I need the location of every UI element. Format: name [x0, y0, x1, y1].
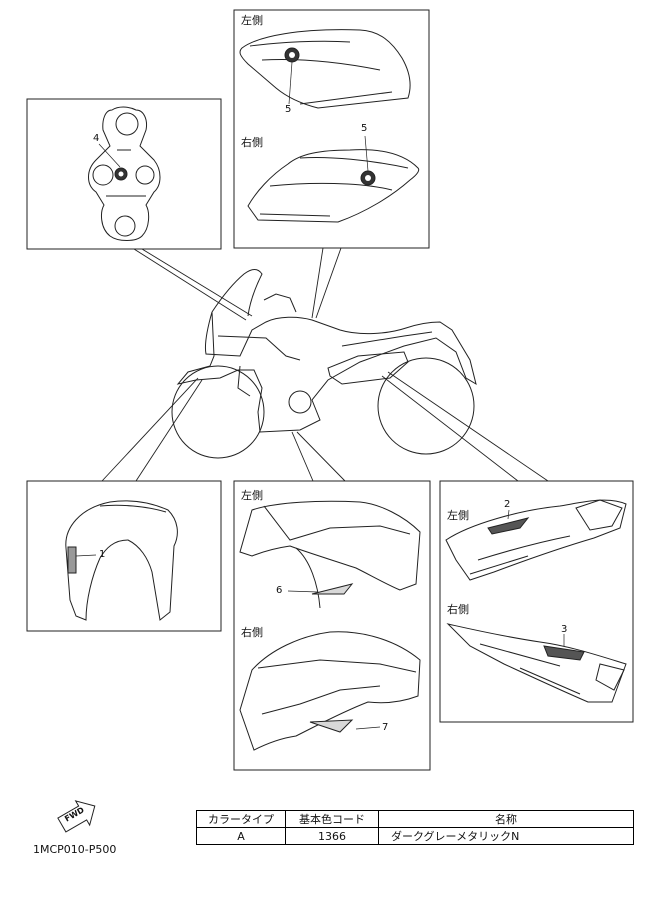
header-base-color-code: 基本色コード [285, 810, 379, 828]
side-right-drawing [446, 623, 627, 703]
table-row: A 1366 ダークグレーメタリックN [196, 827, 634, 845]
under-cowl-right-drawing [239, 631, 421, 751]
cowl-right-label: 右側 [241, 626, 263, 639]
side-cover-panel [439, 480, 634, 723]
side-right-label: 右側 [447, 603, 469, 616]
cowl-left-label: 左側 [241, 489, 263, 502]
callout-4: 4 [93, 133, 100, 144]
header-name: 名称 [378, 810, 634, 828]
motorcycle-outline [171, 269, 477, 459]
tank-panel [233, 9, 430, 249]
callout-3: 3 [561, 624, 568, 635]
side-left-label: 左側 [447, 509, 469, 522]
front-cowl-drawing [65, 500, 178, 621]
top-bridge-drawing [88, 106, 161, 241]
cell-color-type: A [196, 827, 286, 845]
tank-left-label: 左側 [241, 14, 263, 27]
callout-5-left: 5 [285, 104, 292, 115]
tank-right-label: 右側 [241, 136, 263, 149]
handlebar-panel [26, 98, 222, 250]
decal-1-marker [67, 546, 77, 574]
cell-base-color-code: 1366 [285, 827, 379, 845]
side-left-drawing [445, 499, 627, 581]
fwd-arrow-icon [57, 800, 96, 833]
header-color-type: カラータイプ [196, 810, 286, 828]
callout-6: 6 [276, 585, 283, 596]
color-table: カラータイプ 基本色コード 名称 A 1366 ダークグレーメタリックN [196, 810, 634, 845]
under-cowl-left-drawing [239, 500, 421, 609]
callout-1: 1 [99, 549, 106, 560]
drawing-code: 1MCP010-P500 [33, 843, 117, 856]
leader-lines [101, 247, 549, 482]
tank-right-drawing [247, 135, 420, 223]
tank-left-drawing [239, 29, 411, 109]
under-cowl-panel [233, 480, 431, 771]
front-cowl-panel [26, 480, 222, 632]
callout-2: 2 [504, 499, 511, 510]
color-table-header: カラータイプ 基本色コード 名称 [196, 810, 634, 828]
cell-name: ダークグレーメタリックN [378, 827, 634, 845]
callout-7: 7 [382, 722, 389, 733]
callout-5-right: 5 [361, 123, 368, 134]
